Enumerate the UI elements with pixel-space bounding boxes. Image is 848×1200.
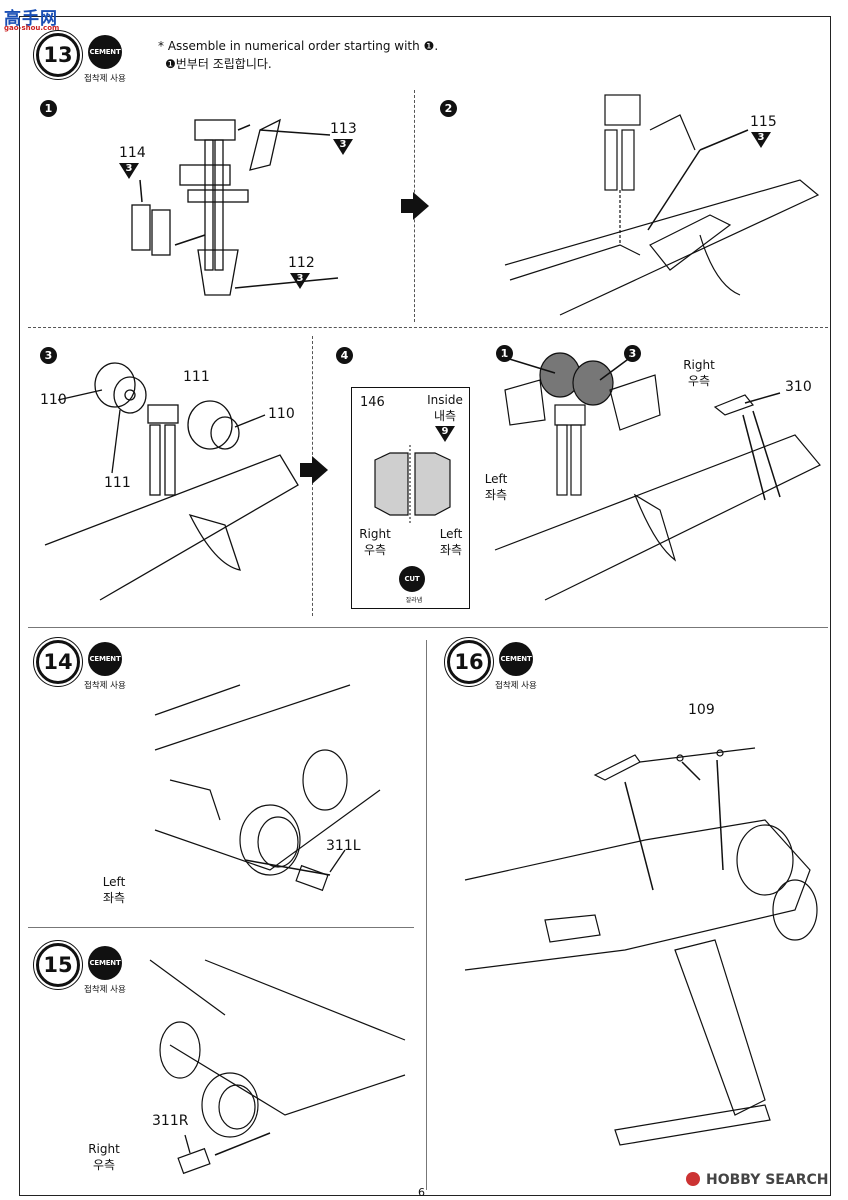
next-step-arrow <box>413 192 429 220</box>
rear-fuselage-right-drawing <box>149 959 406 1175</box>
fuselage-gear-bay-drawing <box>504 94 820 316</box>
part-112-label: 112 <box>288 255 315 271</box>
nose-wheels-drawing <box>44 362 299 601</box>
part-311r-label: 311R <box>152 1113 189 1129</box>
part-111-label: 111 <box>183 369 210 385</box>
next-step-arrow <box>312 456 328 484</box>
divider-step14-15 <box>28 927 414 928</box>
divider-step13-bottom <box>28 627 828 628</box>
part-110-label: 110 <box>268 406 295 422</box>
step-14-number: 14 <box>33 637 83 687</box>
step-16-number: 16 <box>444 637 494 687</box>
cement-caption: 접착제 사용 <box>495 681 537 691</box>
step-15-side-en: Right <box>88 1142 120 1156</box>
inside-label-en: Inside <box>427 393 463 407</box>
sub4-right-label-ko: 우측 <box>687 374 711 388</box>
footer-brand: HOBBY SEARCH <box>706 1172 829 1188</box>
cement-icon: CEMENT <box>88 642 122 676</box>
cement-icon: CEMENT <box>88 946 122 980</box>
part-114-label: 114 <box>119 145 146 161</box>
next-step-arrow-stub <box>300 463 312 477</box>
page-frame <box>19 16 831 1196</box>
nose-gear-doors-drawing <box>494 352 821 601</box>
rear-fuselage-left-drawing <box>154 684 381 892</box>
cement-caption: 접착제 사용 <box>84 681 126 691</box>
watermark-url: gao-shou.com <box>4 24 60 32</box>
next-step-arrow-stub <box>401 199 413 213</box>
part-146-drawing <box>374 445 451 525</box>
part-113-label: 113 <box>330 121 357 137</box>
substep-2-marker: 2 <box>440 100 457 117</box>
landing-gear-strut-drawing <box>131 118 339 296</box>
substep-4-marker: 4 <box>336 347 353 364</box>
part-109-label: 109 <box>688 702 715 718</box>
part-146-label: 146 <box>360 395 385 410</box>
sub4-right-label-en: Right <box>683 358 715 372</box>
right-label-en: Right <box>359 527 391 541</box>
cement-icon: CEMENT <box>499 642 533 676</box>
part-146-detail-box <box>351 387 470 609</box>
step-15-side-ko: 우측 <box>92 1158 116 1172</box>
substep-3-marker: 3 <box>40 347 57 364</box>
step-14-side-en: Left <box>102 875 126 889</box>
part-310-label: 310 <box>785 379 812 395</box>
substep-1-marker: 1 <box>40 100 57 117</box>
sprue-9-marker: 9 <box>435 426 455 442</box>
part-110-label: 110 <box>40 392 67 408</box>
sprue-3-marker: 3 <box>333 139 353 155</box>
step-13-number: 13 <box>33 30 83 80</box>
page-number: 6 <box>418 1186 425 1199</box>
sprue-3-marker: 3 <box>751 132 771 148</box>
sub4-left-label-en: Left <box>484 472 508 486</box>
divider-step14-16 <box>426 640 427 1190</box>
marker-3: 3 <box>624 345 641 362</box>
instruction-note-en: * Assemble in numerical order starting w… <box>158 39 439 53</box>
cement-icon: CEMENT <box>88 35 122 69</box>
part-311l-label: 311L <box>326 838 361 854</box>
watermark-title: 高手网 <box>4 9 58 29</box>
fuselage-top-antenna-drawing <box>464 747 818 1146</box>
brand-logo-icon <box>686 1172 700 1186</box>
left-label-en: Left <box>439 527 463 541</box>
step-15-number: 15 <box>33 940 83 990</box>
cut-caption: 잘라냄 <box>405 597 423 604</box>
inside-label-ko: 내측 <box>433 409 457 423</box>
cement-caption: 접착제 사용 <box>84 74 126 84</box>
left-label-ko: 좌측 <box>439 543 463 557</box>
step-14-side-ko: 좌측 <box>102 891 126 905</box>
right-label-ko: 우측 <box>363 543 387 557</box>
cut-icon: CUT <box>399 566 425 592</box>
part-111-label: 111 <box>104 475 131 491</box>
instruction-note-ko: ❶번부터 조립합니다. <box>165 57 272 71</box>
cement-caption: 접착제 사용 <box>84 985 126 995</box>
part-115-label: 115 <box>750 114 777 130</box>
sprue-3-marker: 3 <box>119 163 139 179</box>
marker-1: 1 <box>496 345 513 362</box>
divider-step13-upper <box>28 327 828 328</box>
sub4-left-label-ko: 좌측 <box>484 488 508 502</box>
